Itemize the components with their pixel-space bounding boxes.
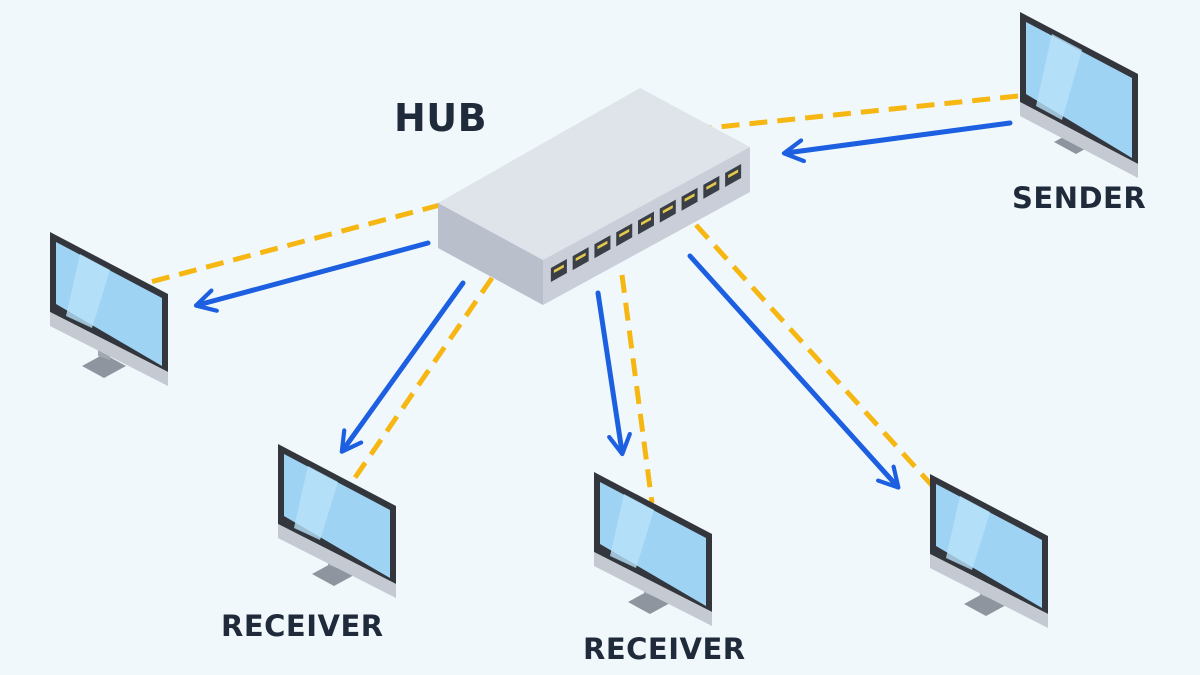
- screen-glare: [66, 254, 110, 328]
- arrow-hub-to-center-computer: [595, 290, 632, 457]
- hub-side: [438, 203, 543, 305]
- cable-center-computer: [619, 274, 655, 504]
- hub-port: [550, 259, 567, 283]
- monitor-chin: [50, 312, 168, 386]
- hub-ports: [550, 163, 742, 283]
- arrow-sender-to-hub: [781, 120, 1013, 164]
- hub-port: [703, 175, 720, 199]
- screen-glare: [946, 496, 990, 570]
- arrow-hub-to-right-computer: [687, 253, 901, 490]
- hub-device: [438, 88, 750, 305]
- hub-label: HUB: [394, 96, 488, 140]
- monitor-stand-base: [82, 354, 126, 378]
- arrow-hub-to-left-computer: [193, 240, 431, 313]
- hub-port: [681, 187, 698, 211]
- monitor-chin: [1020, 102, 1138, 178]
- cables: [142, 93, 1019, 504]
- receiver-computer-2: [594, 472, 712, 626]
- sender-computer: [1020, 12, 1138, 178]
- hub-port: [725, 163, 742, 187]
- hub-port: [594, 235, 611, 259]
- screen-glare: [294, 466, 338, 540]
- receiver-computer-1: [278, 444, 396, 598]
- hub-port: [638, 211, 654, 235]
- sender-label: SENDER: [1012, 181, 1147, 215]
- hub-port: [572, 247, 589, 271]
- left-computer: [50, 232, 168, 386]
- cable-left-computer: [142, 202, 441, 287]
- cable-receiver-1: [349, 276, 495, 484]
- arrow-hub-to-receiver-1: [339, 280, 466, 454]
- hub-port: [616, 223, 633, 247]
- hub-top: [438, 88, 750, 260]
- screen-glare: [610, 494, 654, 568]
- right-computer: [930, 474, 1048, 628]
- monitor-chin: [594, 552, 712, 626]
- monitor-chin: [930, 554, 1048, 628]
- computers: [50, 12, 1138, 628]
- screen-glare: [1036, 34, 1082, 120]
- data-flow-arrows: [193, 120, 1013, 490]
- receiver-label-1: RECEIVER: [221, 609, 384, 643]
- cable-right-computer: [694, 223, 939, 493]
- hub-port: [659, 199, 676, 223]
- monitor-chin: [278, 524, 396, 598]
- cable-sender: [707, 93, 1019, 131]
- receiver-label-2: RECEIVER: [583, 632, 746, 666]
